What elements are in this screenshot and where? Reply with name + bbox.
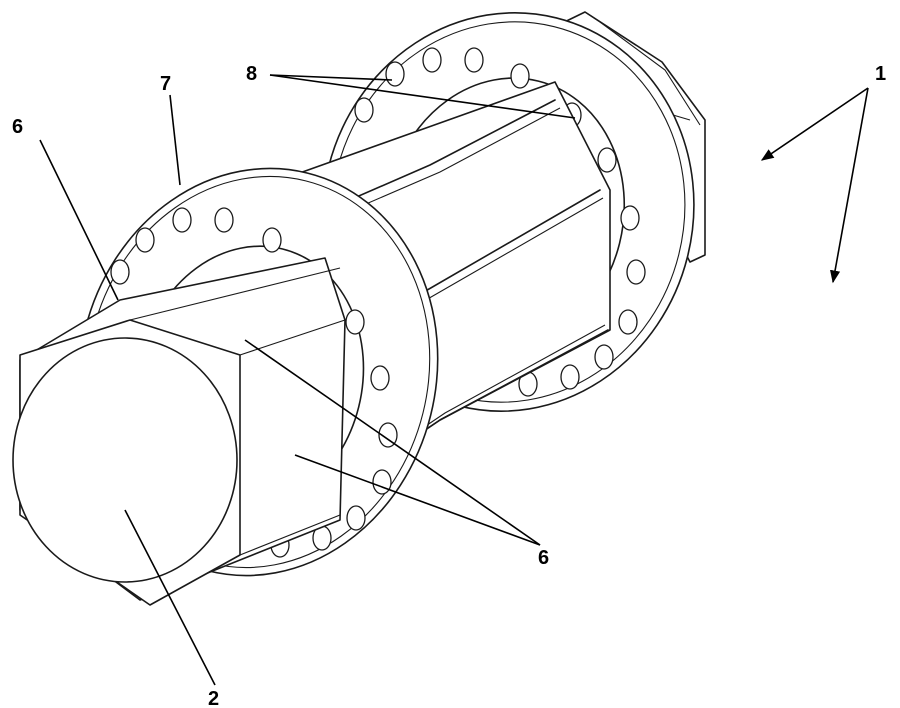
- label-hex-faces-left: 6: [12, 116, 23, 138]
- end-face: [12, 337, 238, 583]
- rear-flange-bolt-holes: [354, 47, 646, 397]
- label-hex-faces-right: 6: [538, 547, 549, 569]
- label-end-face: 2: [208, 688, 219, 708]
- leader-lines: [39, 74, 869, 686]
- label-assembly: 1: [875, 63, 886, 85]
- label-bolt-holes: 8: [246, 63, 257, 85]
- reference-numerals: 1 2 6 6 7 8: [12, 63, 886, 708]
- label-flange: 7: [160, 73, 171, 95]
